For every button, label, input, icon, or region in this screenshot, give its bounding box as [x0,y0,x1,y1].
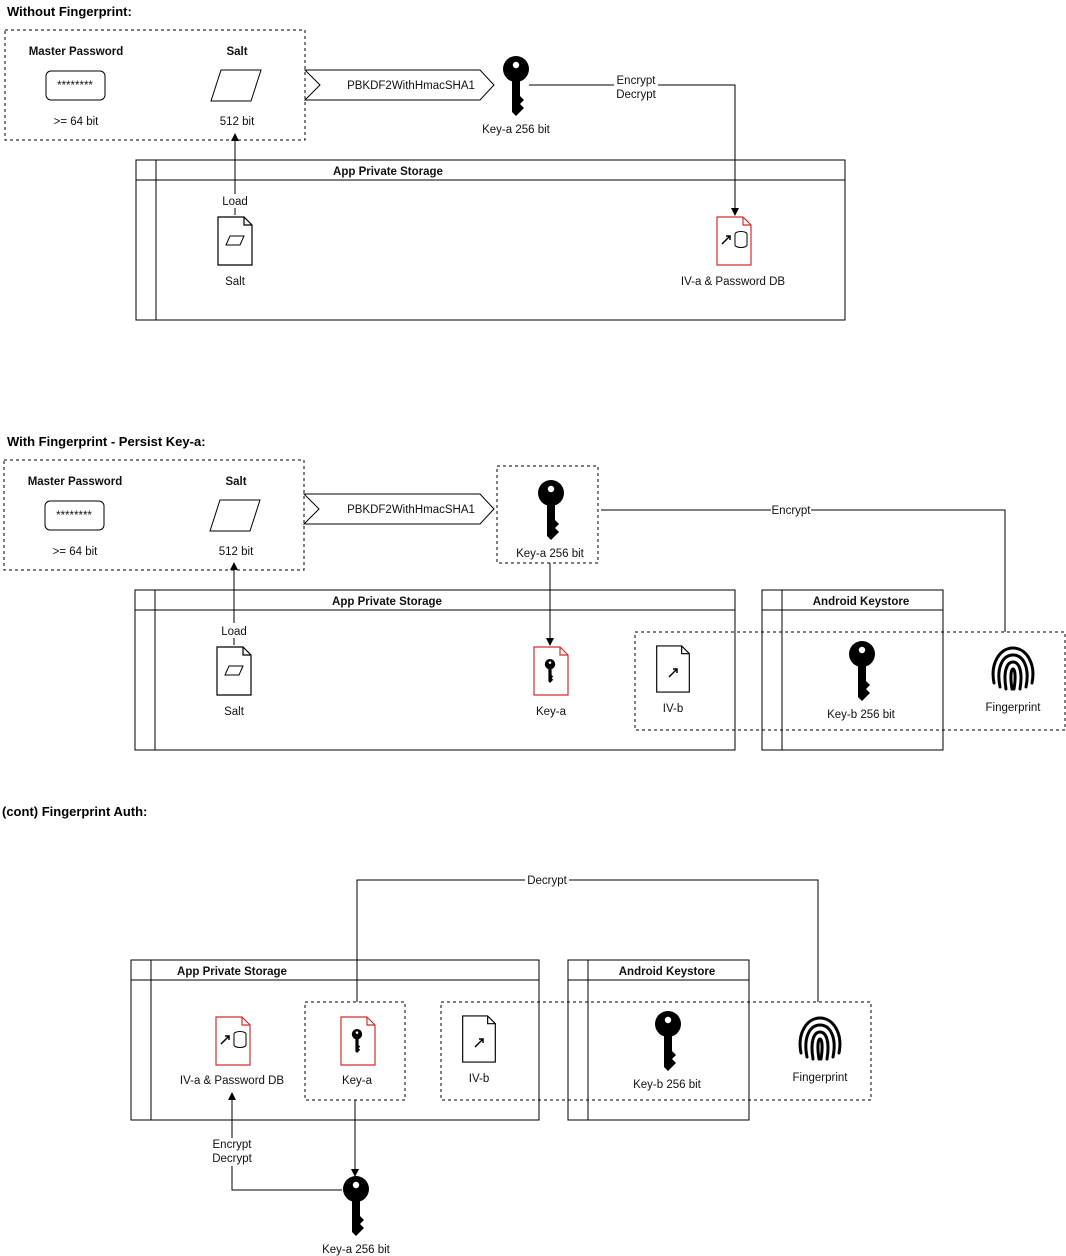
decrypt-edge [356,879,819,1002]
key-icon [503,56,529,116]
kdf-label: PBKDF2WithHmacSHA1 [347,504,475,516]
salt-file-label: Salt [224,706,245,718]
password-mask: ******** [57,80,93,92]
kdf-arrow [303,69,495,101]
db-label: IV-a & Password DB [180,1075,285,1087]
ivb-label: IV-b [469,1073,489,1085]
android-keystore [761,589,944,751]
salt-title: Salt [225,476,246,488]
app-private-storage [135,159,846,321]
section3-heading: (cont) Fingerprint Auth: [2,804,147,819]
key-label: Key-a 256 bit [482,124,551,136]
key-file-label: Key-a [536,706,567,718]
decrypt-label: Decrypt [616,89,656,101]
salt-file-label: Salt [225,276,246,288]
load-label: Load [222,196,248,208]
credentials-group [4,29,306,141]
key-file-label: Key-a [342,1075,373,1087]
encrypt-decrypt-edge [228,1092,342,1191]
keyb-label: Key-b 256 bit [633,1079,702,1091]
section1-heading: Without Fingerprint: [7,4,132,19]
key-icon [655,1011,681,1071]
keystore-title: Android Keystore [619,966,716,978]
salt-bits: 512 bit [220,116,255,128]
keyb-label: Key-b 256 bit [827,709,896,721]
key-label: Key-a 256 bit [516,548,585,560]
password-bits: >= 64 bit [54,116,100,128]
password-mask: ******** [56,510,92,522]
ivb-label: IV-b [663,703,683,715]
key-a-group [496,465,599,564]
fingerprint-icon [991,646,1035,691]
storage-title: App Private Storage [177,966,287,978]
key-label: Key-a 256 bit [322,1244,391,1256]
app-private-storage [134,589,736,751]
encrypt-label: Encrypt [617,75,657,87]
android-keystore [567,959,750,1121]
salt-parallelogram-icon [210,69,262,102]
password-bits: >= 64 bit [53,546,99,558]
fingerprint-icon [798,1016,842,1061]
credentials-group [3,459,305,571]
encrypt-decrypt-edge [529,84,739,216]
decrypt-label: Decrypt [212,1153,252,1165]
storage-title: App Private Storage [332,596,442,608]
edge-label-bg [614,74,658,100]
password-field-icon [44,500,105,531]
salt-title: Salt [226,46,247,58]
master-password-title: Master Password [28,476,123,488]
salt-parallelogram-icon [224,665,244,676]
kdf-label: PBKDF2WithHmacSHA1 [347,80,475,92]
fingerprint-label: Fingerprint [986,702,1042,714]
salt-parallelogram-icon [209,499,261,532]
section2-heading: With Fingerprint - Persist Key-a: [7,434,206,449]
load-label: Load [221,626,247,638]
kdf-arrow [302,493,495,525]
keystore-title: Android Keystore [813,596,910,608]
encrypt-edge [601,509,1006,632]
salt-parallelogram-icon [225,235,245,246]
db-label: IV-a & Password DB [681,276,786,288]
password-field-icon [45,70,106,101]
encrypt-label: Encrypt [772,505,812,517]
storage-title: App Private Storage [333,166,443,178]
app-private-storage [130,959,540,1121]
key-icon [849,641,875,701]
key-icon [538,480,564,540]
key-icon [343,1176,369,1236]
fingerprint-label: Fingerprint [793,1072,849,1084]
master-password-title: Master Password [29,46,124,58]
encrypt-label: Encrypt [213,1139,253,1151]
decrypt-label: Decrypt [527,875,567,887]
salt-bits: 512 bit [219,546,254,558]
